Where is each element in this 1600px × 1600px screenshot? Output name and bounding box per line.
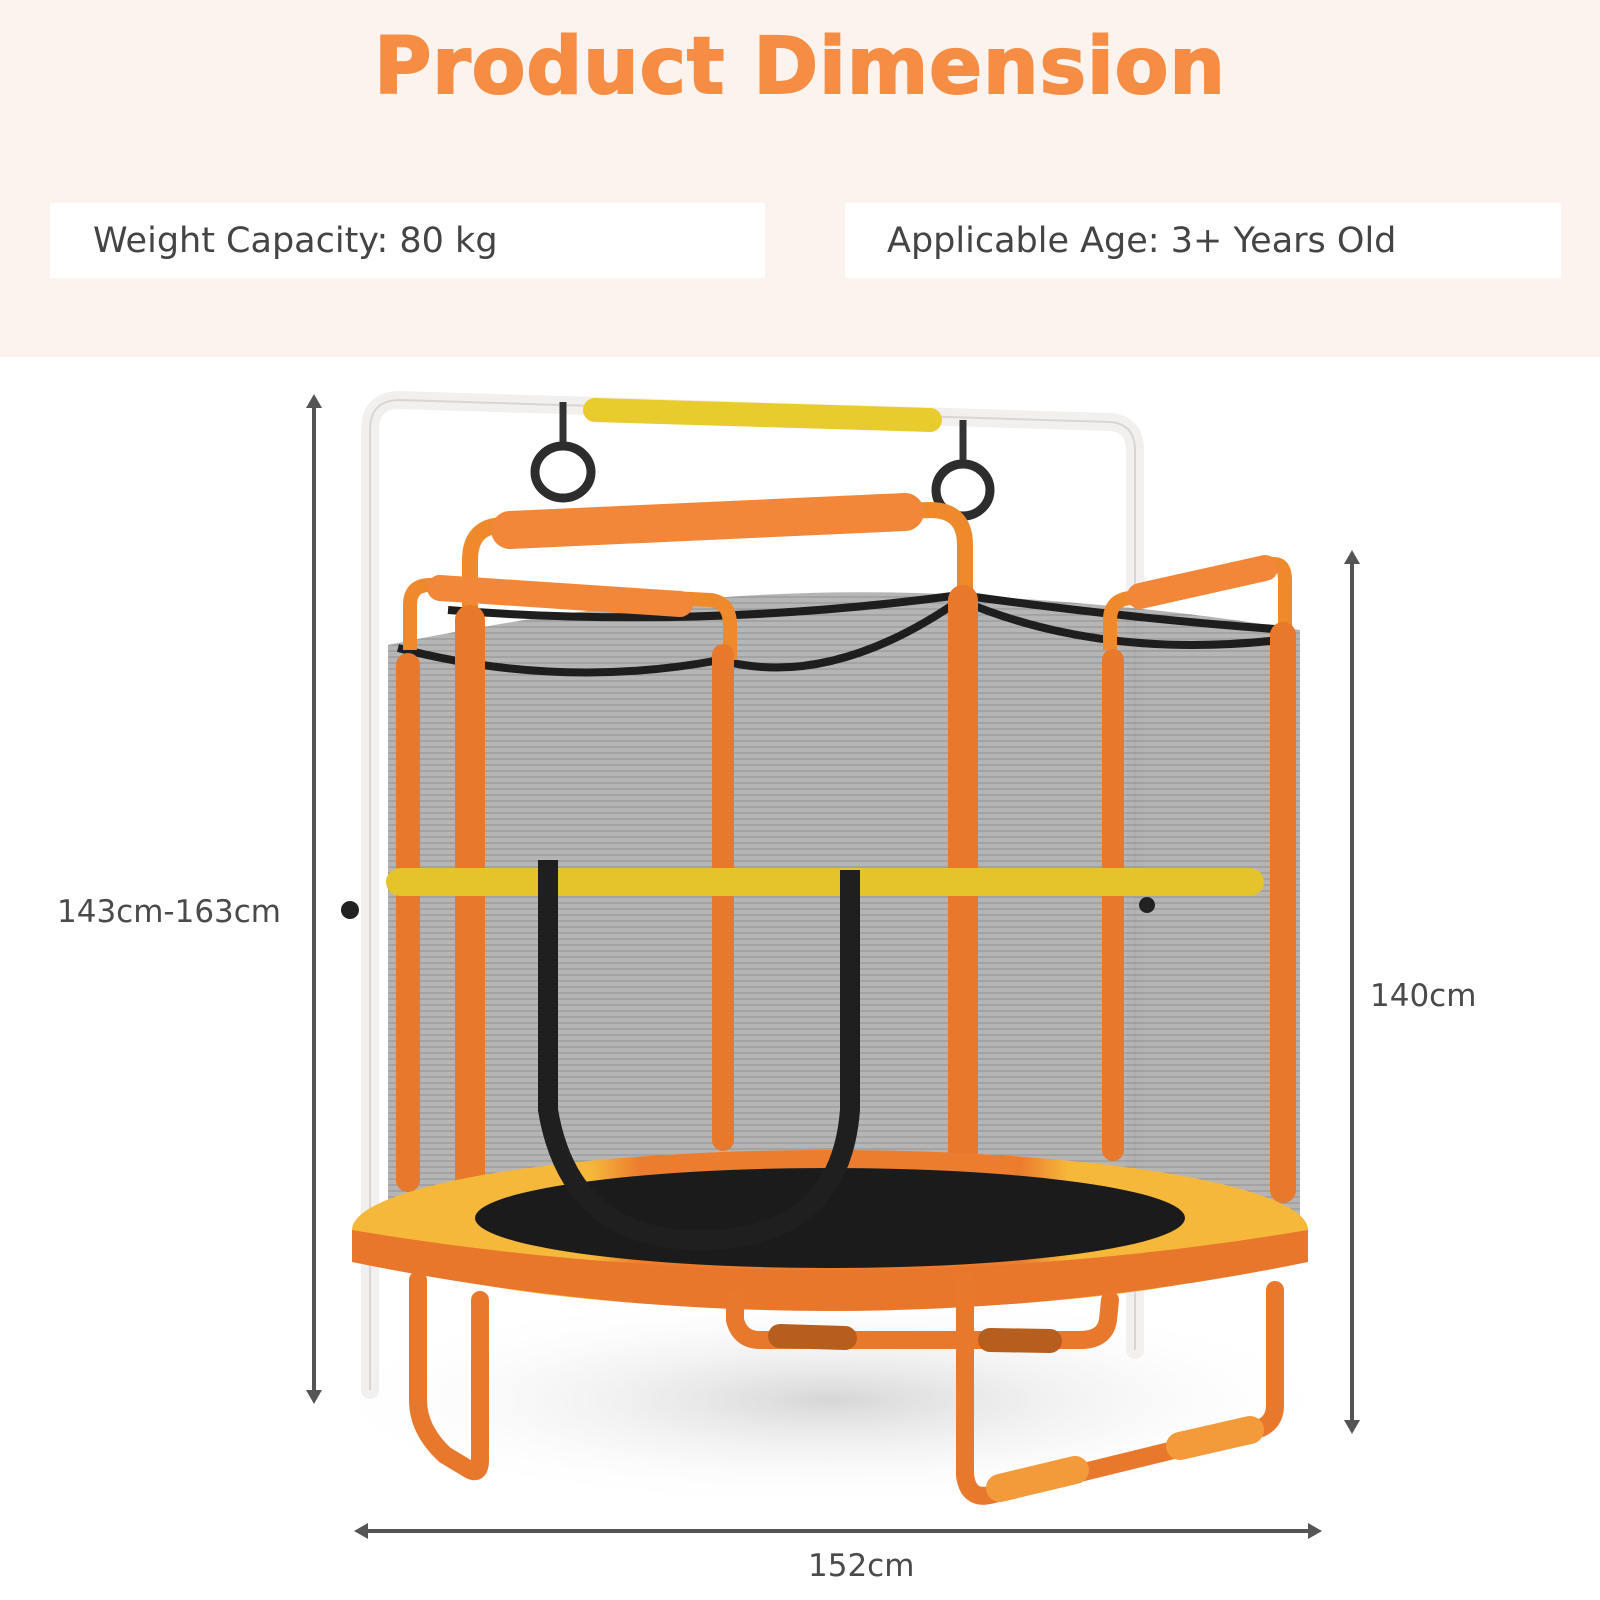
height-adjust-knob-right — [1139, 897, 1155, 913]
arrow-shaft — [366, 1529, 1310, 1533]
weight-capacity-box: Weight Capacity: 80 kg — [50, 203, 765, 278]
weight-capacity-label: Weight Capacity: 80 kg — [93, 220, 498, 261]
frame-pad-side — [352, 1230, 1308, 1311]
left-handle-foam — [427, 575, 693, 617]
rear-leg-foam-1 — [768, 1324, 857, 1350]
page-title: Product Dimension — [373, 21, 1226, 113]
header-band — [0, 0, 1600, 357]
gymnastic-ring-right — [931, 420, 995, 521]
enclosure-height-label: 140cm — [1370, 978, 1477, 1014]
height-adjust-knob-left — [341, 901, 359, 919]
gymnastic-ring-left — [530, 402, 596, 503]
net-poles — [396, 585, 1296, 1245]
net-top-rim — [447, 590, 1291, 634]
arrow-head-right-icon — [1308, 1523, 1322, 1539]
trampoline-illustration — [330, 390, 1330, 1510]
top-bar-foam — [583, 398, 942, 432]
leg-foam-2 — [1166, 1416, 1264, 1460]
zipper-entrance — [538, 860, 860, 1251]
arrow-shaft — [1350, 562, 1354, 1422]
right-handle-foam — [1127, 555, 1278, 609]
arrow-head-left-icon — [354, 1523, 368, 1539]
leg-foam-1 — [986, 1456, 1089, 1502]
arrow-head-up-icon — [306, 394, 322, 408]
front-handle-foam — [491, 493, 924, 549]
rear-leg-foam-2 — [978, 1328, 1062, 1353]
arrow-head-up-icon — [1344, 550, 1360, 564]
arrow-head-down-icon — [1344, 1420, 1360, 1434]
arrow-shaft — [312, 406, 316, 1392]
overall-height-label: 143cm-163cm — [57, 894, 282, 930]
applicable-age-label: Applicable Age: 3+ Years Old — [887, 220, 1397, 261]
trampoline-legs — [409, 1271, 1284, 1505]
applicable-age-box: Applicable Age: 3+ Years Old — [845, 203, 1561, 278]
diameter-label: 152cm — [808, 1548, 915, 1584]
arrow-head-down-icon — [306, 1390, 322, 1404]
